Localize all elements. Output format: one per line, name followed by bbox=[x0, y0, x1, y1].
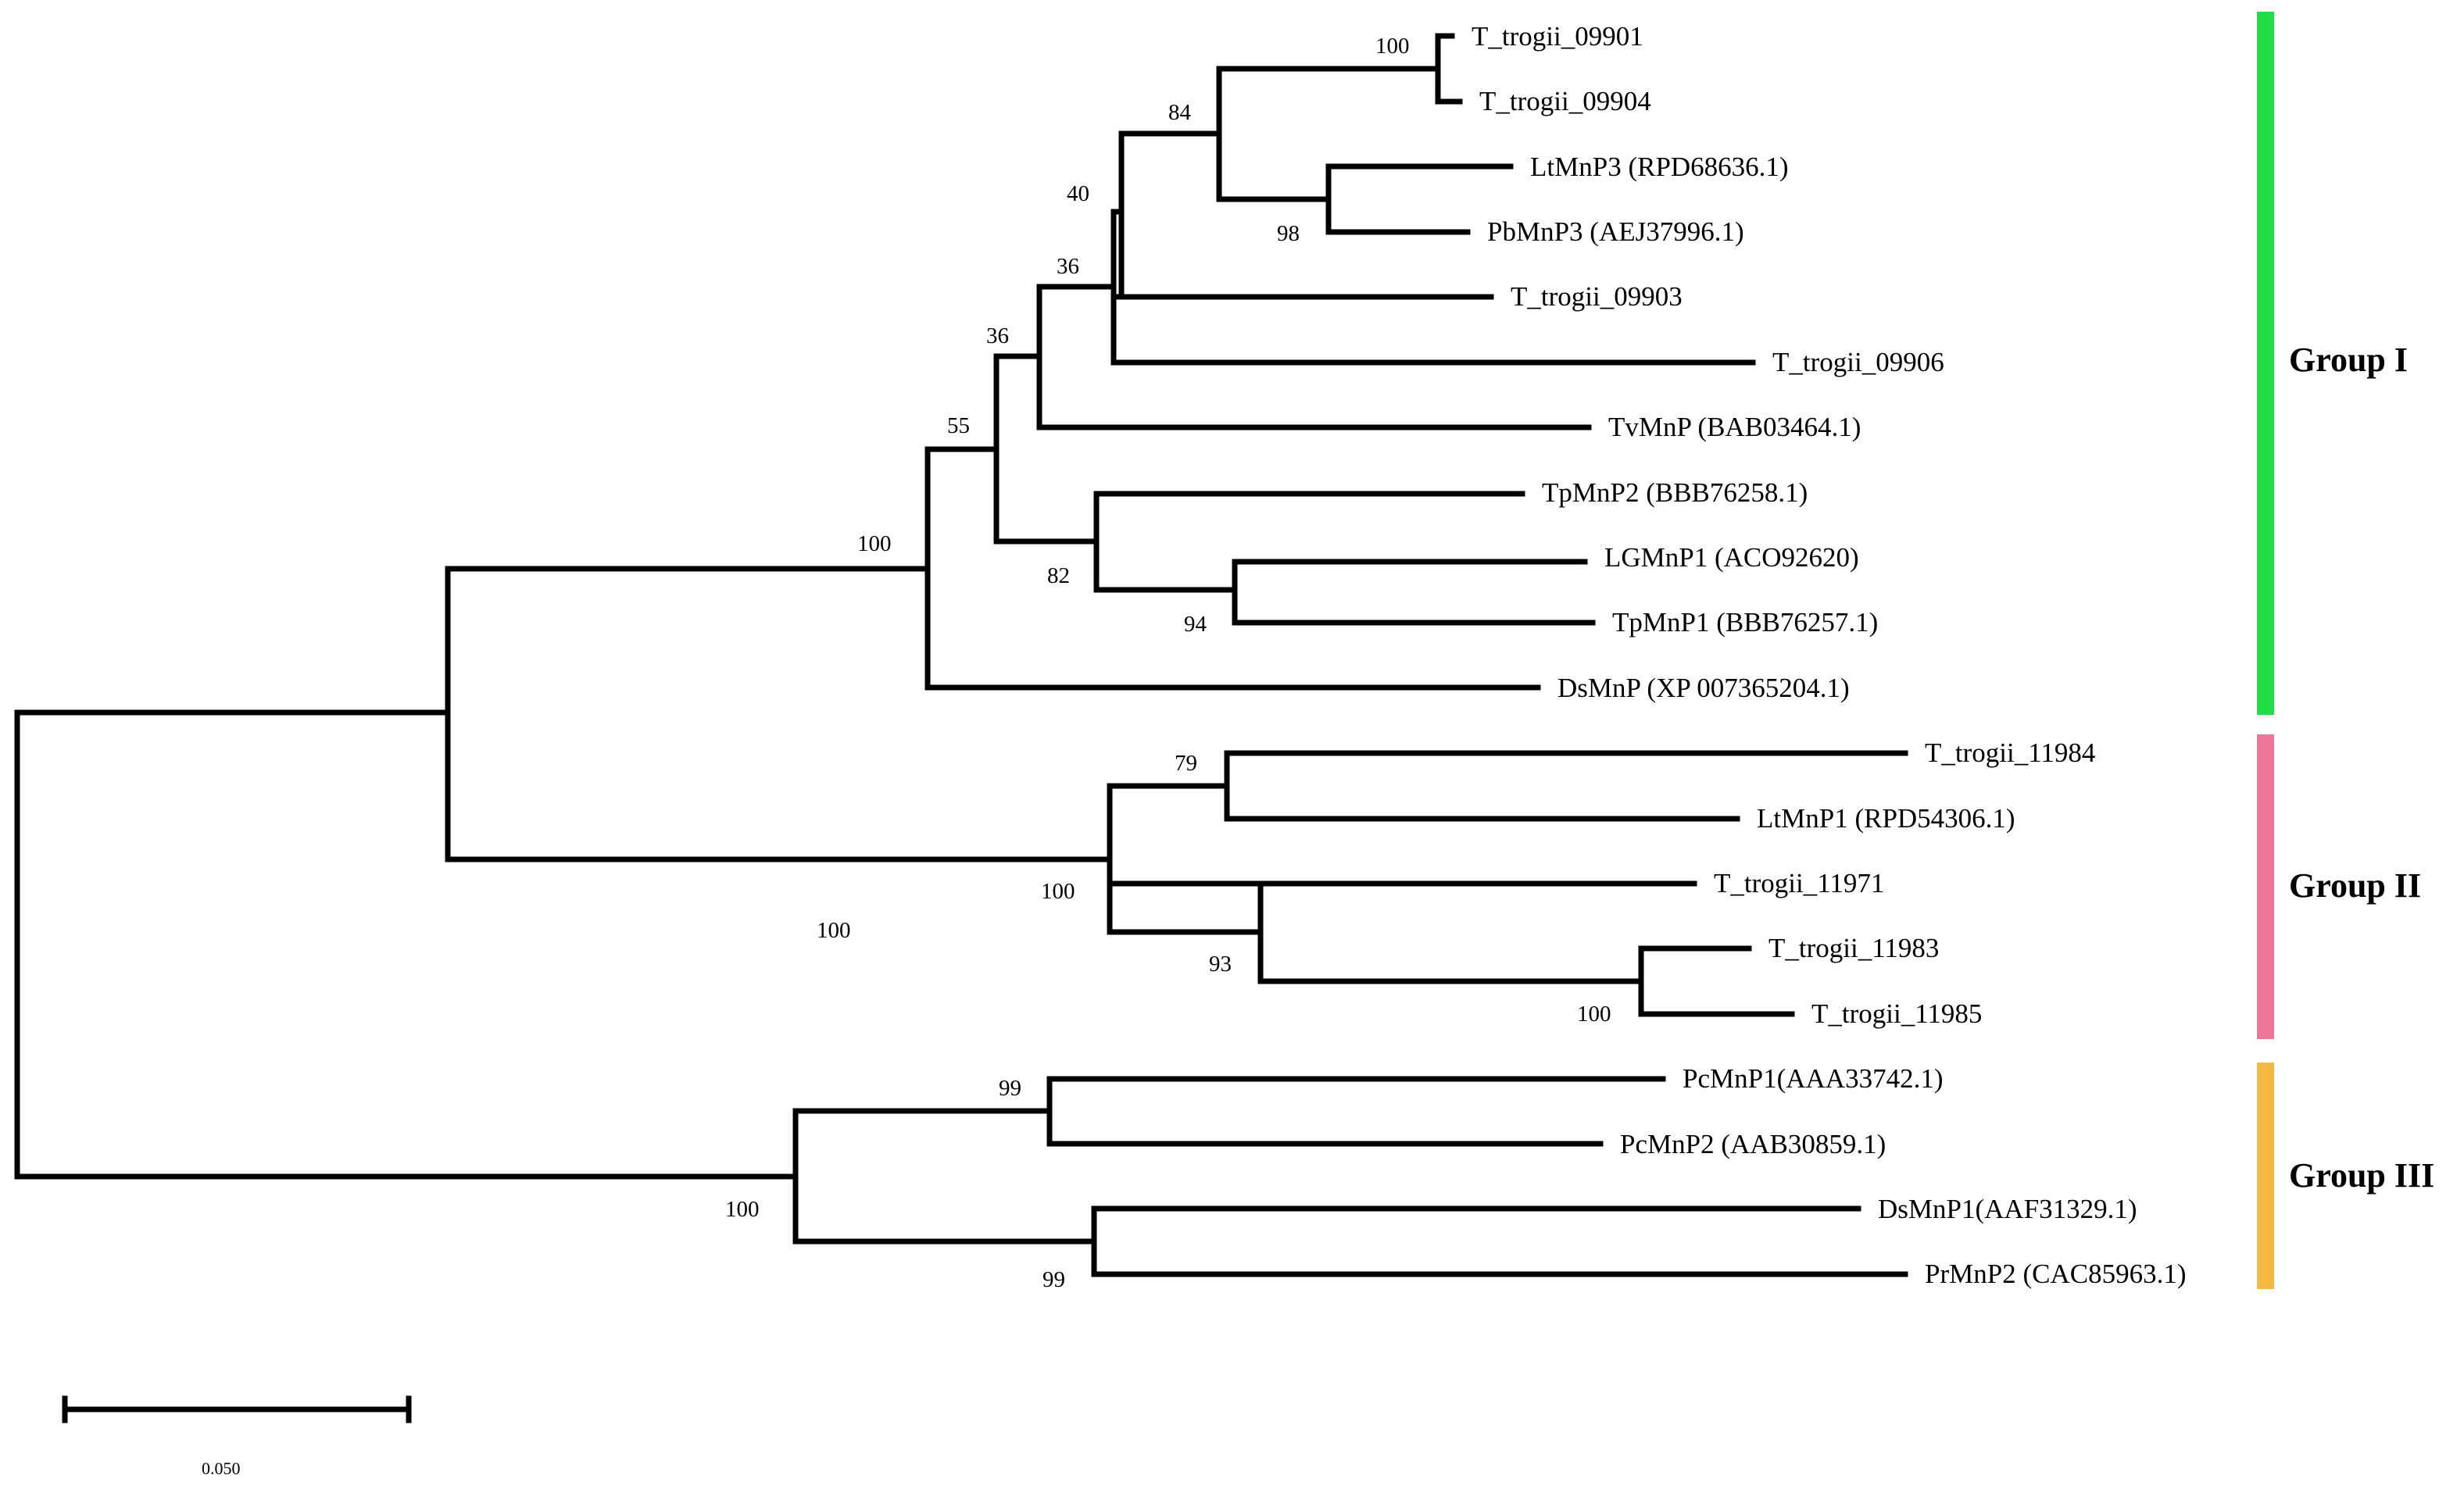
bootstrap-value: 100 bbox=[857, 531, 892, 556]
leaf-label: LGMnP1 (ACO92620) bbox=[1604, 542, 1859, 573]
bootstrap-value: 55 bbox=[947, 413, 970, 438]
group-label-group-iii: Group III bbox=[2289, 1156, 2434, 1195]
leaf-label: T_trogii_09906 bbox=[1772, 347, 1944, 377]
leaf-label: LtMnP3 (RPD68636.1) bbox=[1530, 152, 1789, 182]
leaf-labels: T_trogii_09901 T_trogii_09904 LtMnP3 (RP… bbox=[1472, 21, 2186, 1289]
bootstrap-value: 99 bbox=[1042, 1267, 1065, 1292]
leaf-label: DsMnP1(AAF31329.1) bbox=[1878, 1194, 2137, 1224]
leaf-label: PrMnP2 (CAC85963.1) bbox=[1925, 1259, 2186, 1289]
leaf-label: T_trogii_09901 bbox=[1472, 21, 1643, 52]
group-bar-group-i bbox=[2257, 12, 2274, 715]
leaf-label: TpMnP2 (BBB76258.1) bbox=[1542, 477, 1808, 508]
bootstrap-value: 36 bbox=[986, 323, 1009, 348]
bootstrap-value: 79 bbox=[1175, 751, 1197, 776]
bootstrap-value: 36 bbox=[1057, 254, 1079, 279]
bootstrap-value: 100 bbox=[1577, 1002, 1611, 1027]
group-bar-group-iii bbox=[2257, 1062, 2274, 1289]
bootstrap-value: 99 bbox=[999, 1076, 1021, 1101]
bootstrap-value: 100 bbox=[1041, 879, 1075, 904]
leaf-label: T_trogii_11971 bbox=[1714, 868, 1884, 898]
bootstrap-value: 100 bbox=[725, 1197, 760, 1222]
leaf-label: T_trogii_11983 bbox=[1768, 933, 1939, 963]
bootstrap-value: 93 bbox=[1209, 952, 1232, 977]
leaf-label: T_trogii_11985 bbox=[1811, 998, 1982, 1029]
bootstrap-value: 94 bbox=[1184, 612, 1207, 637]
leaf-label: DsMnP (XP 007365204.1) bbox=[1557, 673, 1850, 703]
leaf-label: LtMnP1 (RPD54306.1) bbox=[1757, 803, 2015, 834]
group-annotations: Group I Group II Group III bbox=[2257, 12, 2434, 1289]
bootstrap-value: 40 bbox=[1067, 181, 1089, 206]
leaf-label: PbMnP3 (AEJ37996.1) bbox=[1487, 216, 1744, 247]
tree-branches bbox=[14, 33, 1908, 1277]
bootstrap-value: 84 bbox=[1168, 100, 1192, 125]
leaf-label: PcMnP1(AAA33742.1) bbox=[1683, 1063, 1943, 1094]
leaf-label: T_trogii_11984 bbox=[1925, 738, 2095, 768]
bootstrap-value: 82 bbox=[1047, 563, 1070, 588]
leaf-label: TvMnP (BAB03464.1) bbox=[1608, 412, 1861, 442]
bootstrap-value: 100 bbox=[1375, 34, 1410, 59]
group-bar-group-ii bbox=[2257, 734, 2274, 1039]
group-label-group-ii: Group II bbox=[2289, 866, 2421, 905]
bootstrap-value: 98 bbox=[1277, 221, 1300, 246]
scale-bar: 0.050 bbox=[62, 1395, 412, 1478]
leaf-label: PcMnP2 (AAB30859.1) bbox=[1620, 1129, 1886, 1159]
group-label-group-i: Group I bbox=[2289, 341, 2408, 379]
leaf-label: TpMnP1 (BBB76257.1) bbox=[1612, 607, 1878, 638]
bootstrap-values: 100 98 84 40 36 36 94 82 55 100 79 100 9… bbox=[725, 34, 1611, 1292]
scale-bar-label: 0.050 bbox=[202, 1459, 241, 1478]
leaf-label: T_trogii_09904 bbox=[1479, 86, 1651, 116]
leaf-label: T_trogii_09903 bbox=[1511, 281, 1683, 312]
bootstrap-value: 100 bbox=[817, 918, 851, 943]
